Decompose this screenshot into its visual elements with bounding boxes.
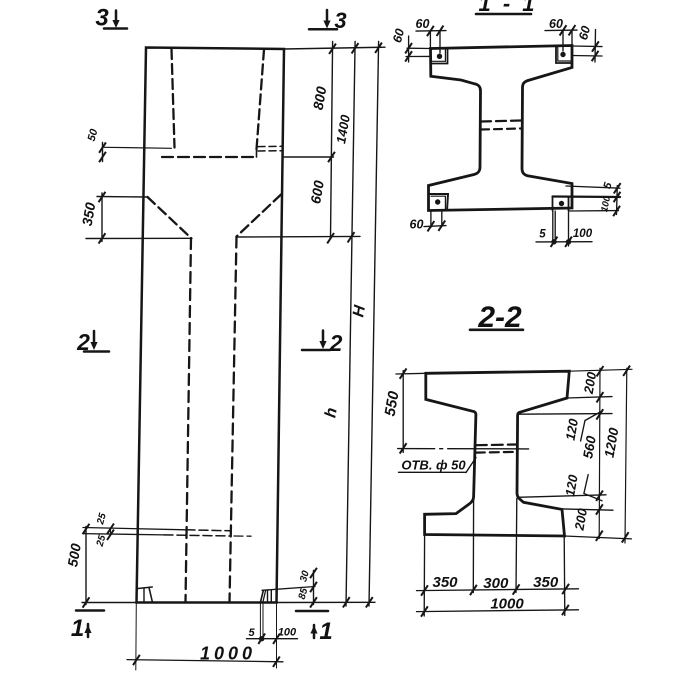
svg-text:1200: 1200 <box>602 426 622 459</box>
svg-text:300: 300 <box>483 575 509 592</box>
svg-text:1: 1 <box>319 618 332 645</box>
svg-text:100: 100 <box>599 194 613 212</box>
svg-text:85: 85 <box>297 587 311 601</box>
svg-text:25: 25 <box>95 512 109 527</box>
svg-text:560: 560 <box>580 434 599 459</box>
svg-text:1000: 1000 <box>490 596 524 613</box>
svg-text:5: 5 <box>248 627 255 639</box>
svg-text:60: 60 <box>549 17 563 31</box>
svg-text:60: 60 <box>390 27 407 44</box>
svg-text:550: 550 <box>382 389 403 417</box>
svg-text:1000: 1000 <box>200 644 256 664</box>
svg-text:200: 200 <box>581 370 600 396</box>
svg-text:3: 3 <box>334 8 346 33</box>
svg-text:350: 350 <box>79 201 99 227</box>
svg-text:5: 5 <box>602 180 615 190</box>
svg-text:100: 100 <box>278 627 297 639</box>
svg-text:1400: 1400 <box>333 113 353 145</box>
svg-text:200: 200 <box>571 506 590 532</box>
svg-text:1 - 1: 1 - 1 <box>478 0 537 16</box>
svg-text:50: 50 <box>86 127 101 143</box>
svg-text:60: 60 <box>410 218 424 232</box>
svg-text:120: 120 <box>563 417 582 442</box>
svg-text:H: H <box>350 304 369 319</box>
svg-text:5: 5 <box>539 229 546 241</box>
svg-text:60: 60 <box>576 24 593 41</box>
svg-text:800: 800 <box>310 85 330 111</box>
svg-text:30: 30 <box>298 569 312 583</box>
svg-text:100: 100 <box>573 228 593 240</box>
svg-text:2: 2 <box>76 329 90 355</box>
svg-text:60: 60 <box>416 17 430 31</box>
svg-text:25: 25 <box>95 534 109 549</box>
svg-text:600: 600 <box>307 179 327 205</box>
svg-text:350: 350 <box>533 574 559 591</box>
svg-text:350: 350 <box>432 574 458 591</box>
svg-text:500: 500 <box>64 542 84 568</box>
svg-text:3: 3 <box>95 5 109 32</box>
svg-text:ОТВ. ф 50: ОТВ. ф 50 <box>401 458 466 473</box>
svg-text:1: 1 <box>71 615 84 642</box>
svg-text:2: 2 <box>329 330 343 356</box>
svg-text:120: 120 <box>562 473 581 498</box>
svg-text:h: h <box>322 406 340 419</box>
